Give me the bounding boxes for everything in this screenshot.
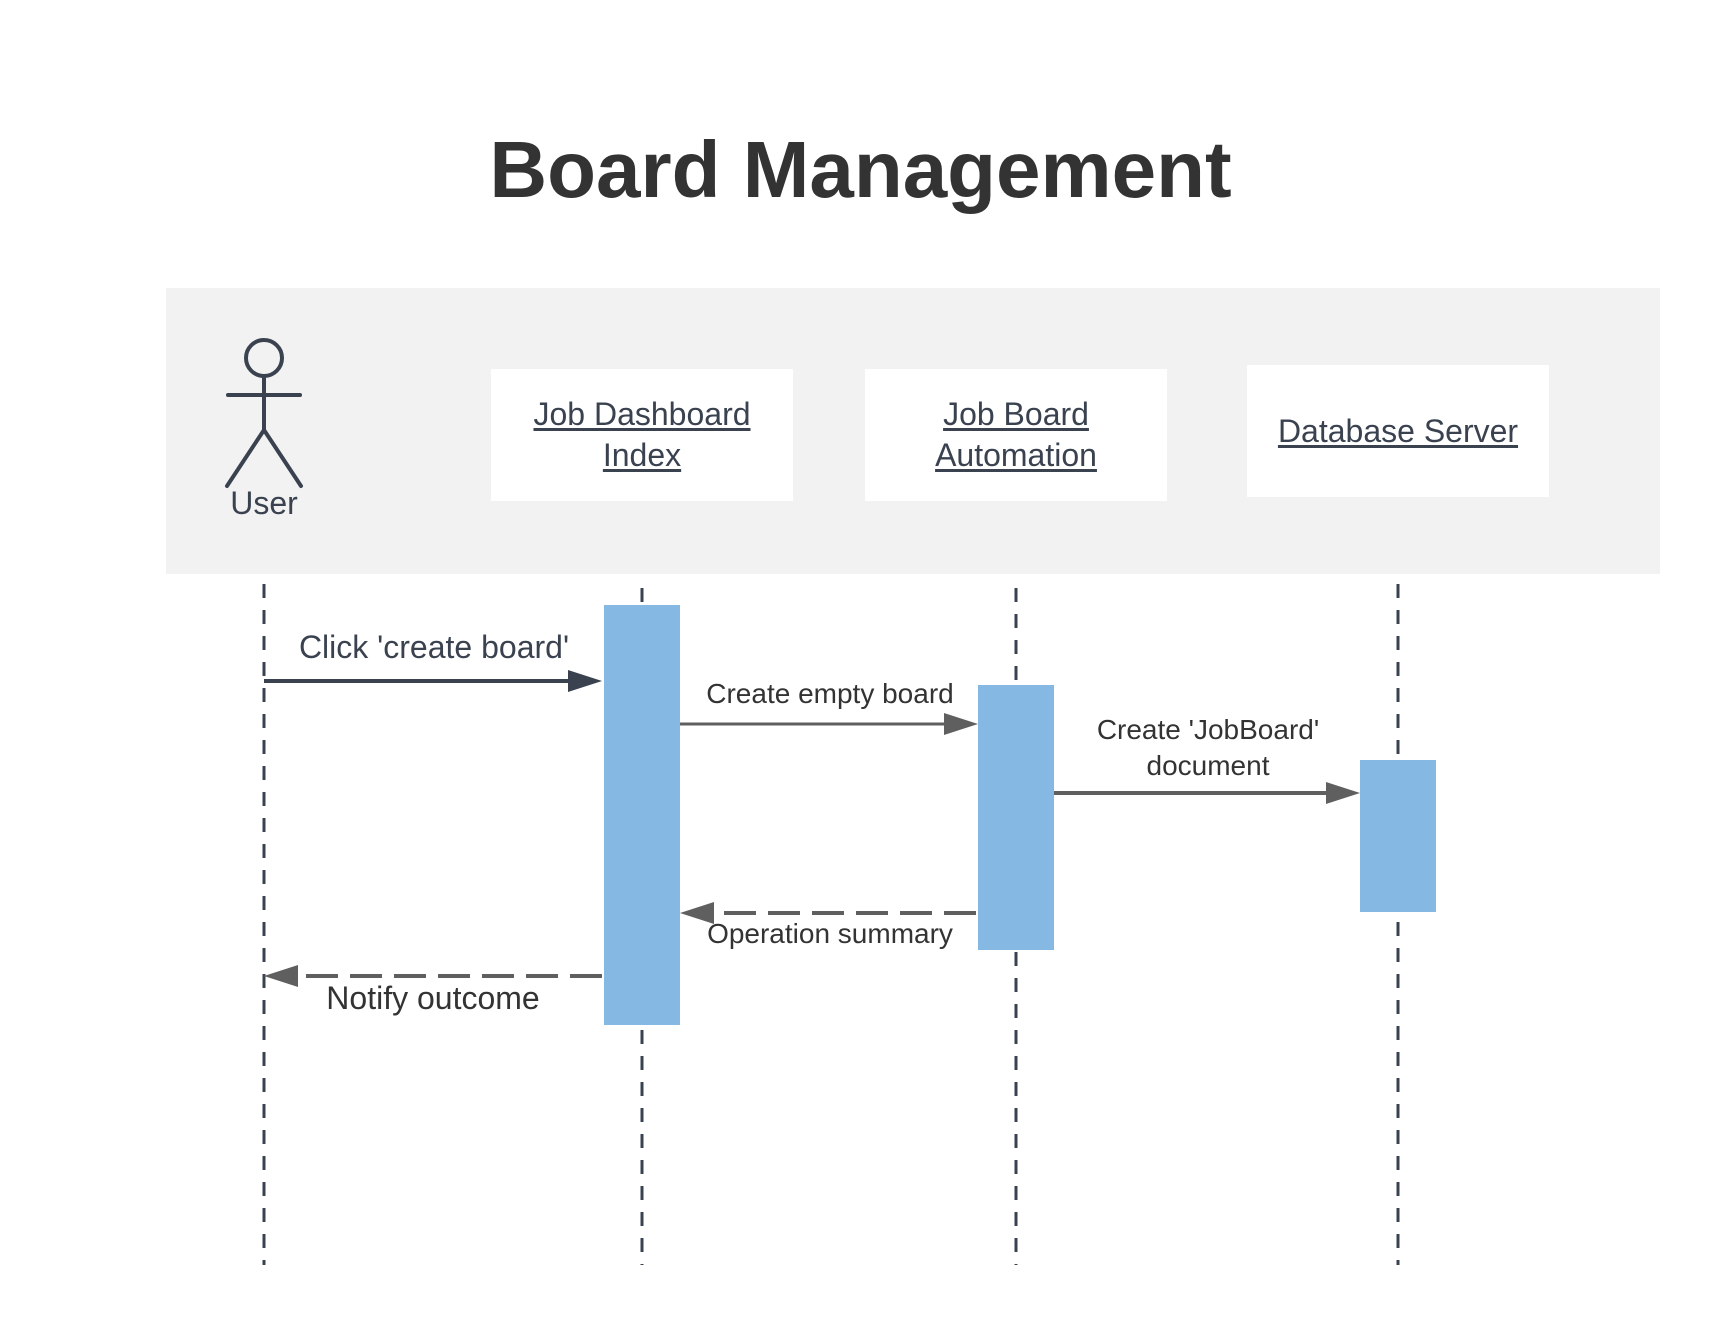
activation-bar-job-dashboard-index[interactable] bbox=[604, 605, 680, 1025]
message-label-create-empty-board: Create empty board bbox=[706, 678, 954, 709]
user-actor-icon[interactable] bbox=[225, 338, 303, 488]
participant-job-dashboard-index[interactable]: Job Dashboard Index bbox=[491, 369, 793, 501]
message-arrow-click-create-board[interactable] bbox=[264, 670, 602, 692]
message-label-notify-outcome: Notify outcome bbox=[326, 980, 540, 1016]
message-arrow-create-jobboard-document[interactable] bbox=[1054, 782, 1360, 804]
activation-bar-database-server[interactable] bbox=[1360, 760, 1436, 912]
actor-label-user: User bbox=[230, 485, 298, 521]
participant-database-server[interactable]: Database Server bbox=[1247, 365, 1549, 497]
participant-label: Database Server bbox=[1277, 412, 1519, 449]
message-arrow-create-empty-board[interactable] bbox=[680, 713, 978, 735]
message-label-operation-summary: Operation summary bbox=[707, 918, 953, 949]
activation-bar-job-board-automation[interactable] bbox=[978, 685, 1054, 950]
diagram-title: Board Management bbox=[489, 125, 1232, 214]
participant-job-board-automation[interactable]: Job Board Automation bbox=[865, 369, 1167, 501]
message-arrow-operation-summary[interactable] bbox=[680, 902, 976, 924]
message-arrow-notify-outcome[interactable] bbox=[264, 965, 602, 987]
message-label-create-jobboard-document: Create 'JobBoard' document bbox=[1096, 714, 1320, 781]
participant-label: Job Board Automation bbox=[935, 396, 1097, 473]
participant-label: Job Dashboard Index bbox=[533, 396, 751, 473]
message-label-click-create-board: Click 'create board' bbox=[298, 629, 570, 665]
